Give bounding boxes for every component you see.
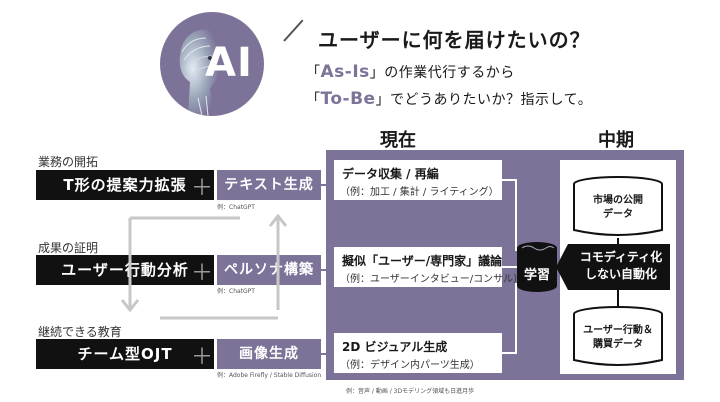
robot-face-icon xyxy=(179,29,224,116)
section-label-2: 成果の証明 xyxy=(38,241,99,255)
as-is-highlight: As-Is xyxy=(320,62,370,82)
connector-top xyxy=(617,238,619,244)
headline-question: ユーザーに何を届けたいの？ xyxy=(318,28,591,52)
column-current: 現在 xyxy=(380,130,416,151)
headline-to-be: 「To-Be」でどうありたいか？指示して。 xyxy=(306,89,593,109)
tool-example-2: 例：ChatGPT xyxy=(217,288,255,295)
ai-avatar xyxy=(160,12,264,116)
connector-3 xyxy=(321,353,329,355)
skill-box-3: チーム型OJT xyxy=(36,339,214,369)
plus-icon: ＋ xyxy=(191,345,214,370)
tool-box-image-generation: 画像生成 xyxy=(217,339,321,369)
section-label-3: 継続できる教育 xyxy=(38,325,122,339)
footnote: 例：音声 / 動画 / 3Dモデリング領域も日進月歩 xyxy=(346,388,475,395)
plus-icon: ＋ xyxy=(191,176,214,201)
plus-icon: ＋ xyxy=(191,261,214,286)
task-box-1: データ収集 / 再編 （例：加工 / 集計 / ライティング） xyxy=(334,160,502,200)
tool-box-persona: ペルソナ構築 xyxy=(217,255,321,285)
data-source-public: 市場の公開 データ xyxy=(593,195,643,220)
data-source-user-behavior: ユーザー行動＆ 購買データ xyxy=(583,325,653,350)
divider-slash xyxy=(283,19,304,42)
to-be-highlight: To-Be xyxy=(320,89,376,109)
connector-2 xyxy=(321,269,329,271)
column-mid-term: 中期 xyxy=(598,130,634,151)
skill-box-2: ユーザー行動分析 xyxy=(36,255,214,285)
task-box-2: 擬似「ユーザー/専門家」議論 （例：ユーザーインタビュー/コンサル） xyxy=(334,247,523,287)
task-box-3: 2D ビジュアル生成 （例：デザイン内パーツ生成） xyxy=(334,333,502,373)
connector-1 xyxy=(321,184,329,186)
section-label-1: 業務の開拓 xyxy=(38,155,99,169)
tool-example-1: 例：ChatGPT xyxy=(217,204,255,211)
connector-bottom xyxy=(617,290,619,306)
tool-example-3: 例：Adobe Firefly / Stable Diffusion xyxy=(217,372,322,379)
tool-box-text-generation: テキスト生成 xyxy=(217,170,321,200)
cycle-arrows xyxy=(120,214,288,320)
chip-icon xyxy=(517,242,557,292)
database-icon xyxy=(573,176,663,236)
learning-label: 学習 xyxy=(524,268,551,283)
database-icon xyxy=(573,306,663,366)
automation-label: コモディティ化 しない自動化 xyxy=(579,250,663,281)
headline-as-is: 「As-Is」の作業代行するから xyxy=(306,62,515,82)
automation-arrow-box xyxy=(556,244,670,290)
skill-box-1: T形の提案力拡張 xyxy=(36,170,214,200)
ai-label: AI xyxy=(205,40,253,86)
